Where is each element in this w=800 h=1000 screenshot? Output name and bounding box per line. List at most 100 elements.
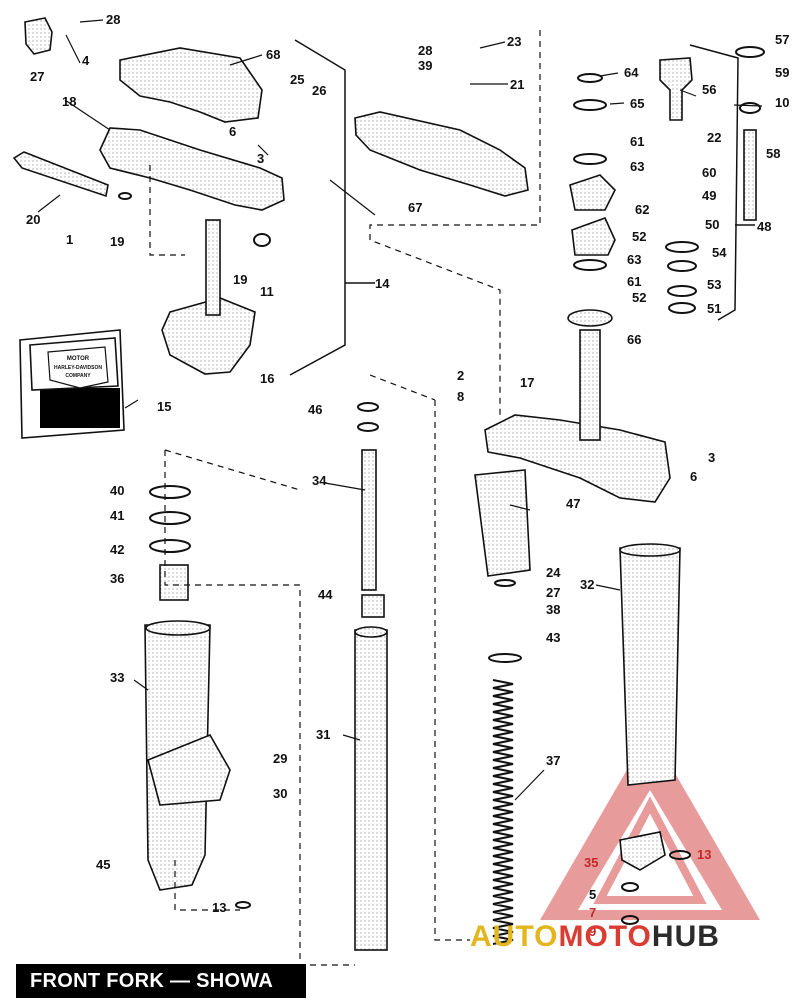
callout-17: 17 xyxy=(520,375,535,390)
callout-42: 42 xyxy=(110,542,125,557)
callout-50: 50 xyxy=(705,217,720,232)
callout-22: 22 xyxy=(707,130,722,145)
callout-49: 49 xyxy=(702,188,717,203)
callout-52-b: 52 xyxy=(632,290,647,305)
watermark-part-3: HUB xyxy=(651,920,720,953)
part-66-dust-shield xyxy=(567,309,613,327)
logo-line-2: HARLEY-DAVIDSON xyxy=(54,365,102,371)
callout-19-b: 19 xyxy=(233,272,248,287)
callout-10: 10 xyxy=(775,95,790,110)
callout-63-b: 63 xyxy=(627,252,642,267)
callout-15: 15 xyxy=(157,399,172,414)
callout-32: 32 xyxy=(580,577,595,592)
part-16-lower-bracket xyxy=(161,297,256,375)
part-16-stem xyxy=(205,219,221,316)
part-67-top-bracket xyxy=(354,111,529,197)
callout-27-b: 27 xyxy=(546,585,561,600)
part-47-fork-boot xyxy=(474,469,531,577)
callout-60: 60 xyxy=(702,165,717,180)
part-17-lower-bracket xyxy=(484,414,671,503)
callout-66: 66 xyxy=(627,332,642,347)
callout-53: 53 xyxy=(707,277,722,292)
callout-8: 8 xyxy=(457,389,465,404)
part-58-pin xyxy=(743,129,757,221)
part-31-fork-tube xyxy=(354,629,388,951)
leader-lines xyxy=(37,19,763,801)
callout-33: 33 xyxy=(110,670,125,685)
callout-21: 21 xyxy=(510,77,525,92)
part-20-axle-bolt xyxy=(12,151,109,198)
callout-68: 68 xyxy=(266,47,281,62)
callout-35: 35 xyxy=(584,855,599,870)
callout-9: 9 xyxy=(589,924,597,939)
callout-4: 4 xyxy=(82,53,90,68)
watermark-part-1: AUTO xyxy=(470,920,559,953)
callout-3: 3 xyxy=(257,151,265,166)
part-62-bearing-cone-bottom xyxy=(571,216,616,256)
callout-61: 61 xyxy=(630,134,645,149)
callout-7: 7 xyxy=(589,905,597,920)
assembly-guide-lines xyxy=(149,30,541,966)
callout-57: 57 xyxy=(775,32,790,47)
callout-45: 45 xyxy=(96,857,111,872)
callout-56: 56 xyxy=(702,82,717,97)
callout-39: 39 xyxy=(418,58,433,73)
callout-58: 58 xyxy=(766,146,781,161)
callout-37: 37 xyxy=(546,753,561,768)
part-27-cap xyxy=(24,17,53,55)
part-18-upper-fork-bracket xyxy=(99,127,285,211)
callout-48: 48 xyxy=(757,219,772,234)
part-32-right-slider xyxy=(619,547,681,786)
callout-24: 24 xyxy=(546,565,561,580)
callout-25: 25 xyxy=(290,72,305,87)
callout-1: 1 xyxy=(66,232,74,247)
watermark-text: AUTOMOTOHUB xyxy=(470,920,720,954)
callout-46: 46 xyxy=(308,402,323,417)
part-35-axle-clamp xyxy=(619,831,666,871)
group-brackets xyxy=(289,39,755,376)
callout-43: 43 xyxy=(546,630,561,645)
callout-65: 65 xyxy=(630,96,645,111)
part-36-bushing xyxy=(159,564,189,601)
callout-52: 52 xyxy=(632,229,647,244)
callout-47: 47 xyxy=(566,496,581,511)
callout-28: 28 xyxy=(106,12,121,27)
callout-19: 19 xyxy=(110,234,125,249)
diagram-caption: FRONT FORK — SHOWA xyxy=(16,964,306,998)
part-17-steering-stem xyxy=(579,329,601,441)
part-44-piston-ring xyxy=(361,594,385,618)
callout-36: 36 xyxy=(110,571,125,586)
callout-13-b: 13 xyxy=(697,847,712,862)
callout-63: 63 xyxy=(630,159,645,174)
callout-31: 31 xyxy=(316,727,331,742)
callout-40: 40 xyxy=(110,483,125,498)
harley-davidson-logo: MOTOR HARLEY-DAVIDSON COMPANY xyxy=(47,346,109,389)
callout-44: 44 xyxy=(318,587,333,602)
callout-62: 62 xyxy=(635,202,650,217)
callout-38: 38 xyxy=(546,602,561,617)
small-rings xyxy=(118,46,765,925)
callout-16: 16 xyxy=(260,371,275,386)
callout-23: 23 xyxy=(507,34,522,49)
callout-14: 14 xyxy=(375,276,390,291)
callout-20: 20 xyxy=(26,212,41,227)
callout-6: 6 xyxy=(229,124,237,139)
callout-29: 29 xyxy=(273,751,288,766)
callout-51: 51 xyxy=(707,301,722,316)
callout-11: 11 xyxy=(260,284,274,299)
callout-34: 34 xyxy=(312,473,327,488)
callout-26: 26 xyxy=(312,83,327,98)
callout-2: 2 xyxy=(457,368,465,383)
callout-18: 18 xyxy=(62,94,77,109)
callout-3-b: 3 xyxy=(708,450,716,465)
logo-line-3: COMPANY xyxy=(65,373,91,379)
part-68-upper-bracket-cover xyxy=(119,47,263,123)
logo-line-1: MOTOR xyxy=(67,356,90,362)
callout-67: 67 xyxy=(408,200,423,215)
callout-54: 54 xyxy=(712,245,727,260)
part-62-bearing-cone-top xyxy=(569,174,616,211)
callout-41: 41 xyxy=(110,508,125,523)
watermark-part-2: MOTO xyxy=(558,920,652,953)
callout-30: 30 xyxy=(273,786,288,801)
